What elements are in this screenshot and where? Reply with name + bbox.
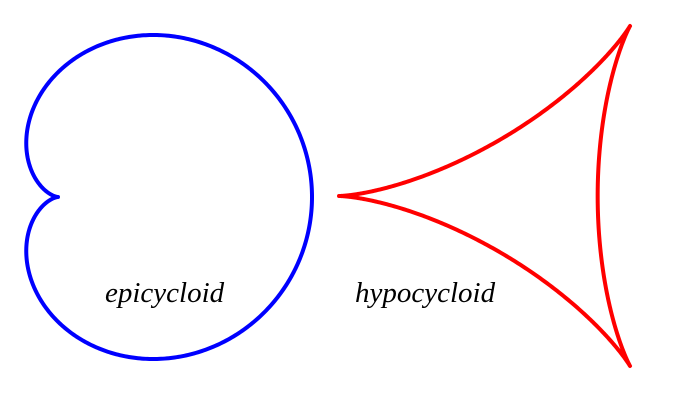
hypocycloid-label: hypocycloid bbox=[355, 277, 496, 309]
epicycloid-label: epicycloid bbox=[105, 277, 225, 309]
hypocycloid-curve bbox=[337, 24, 632, 368]
epicycloid-curve bbox=[24, 33, 314, 361]
